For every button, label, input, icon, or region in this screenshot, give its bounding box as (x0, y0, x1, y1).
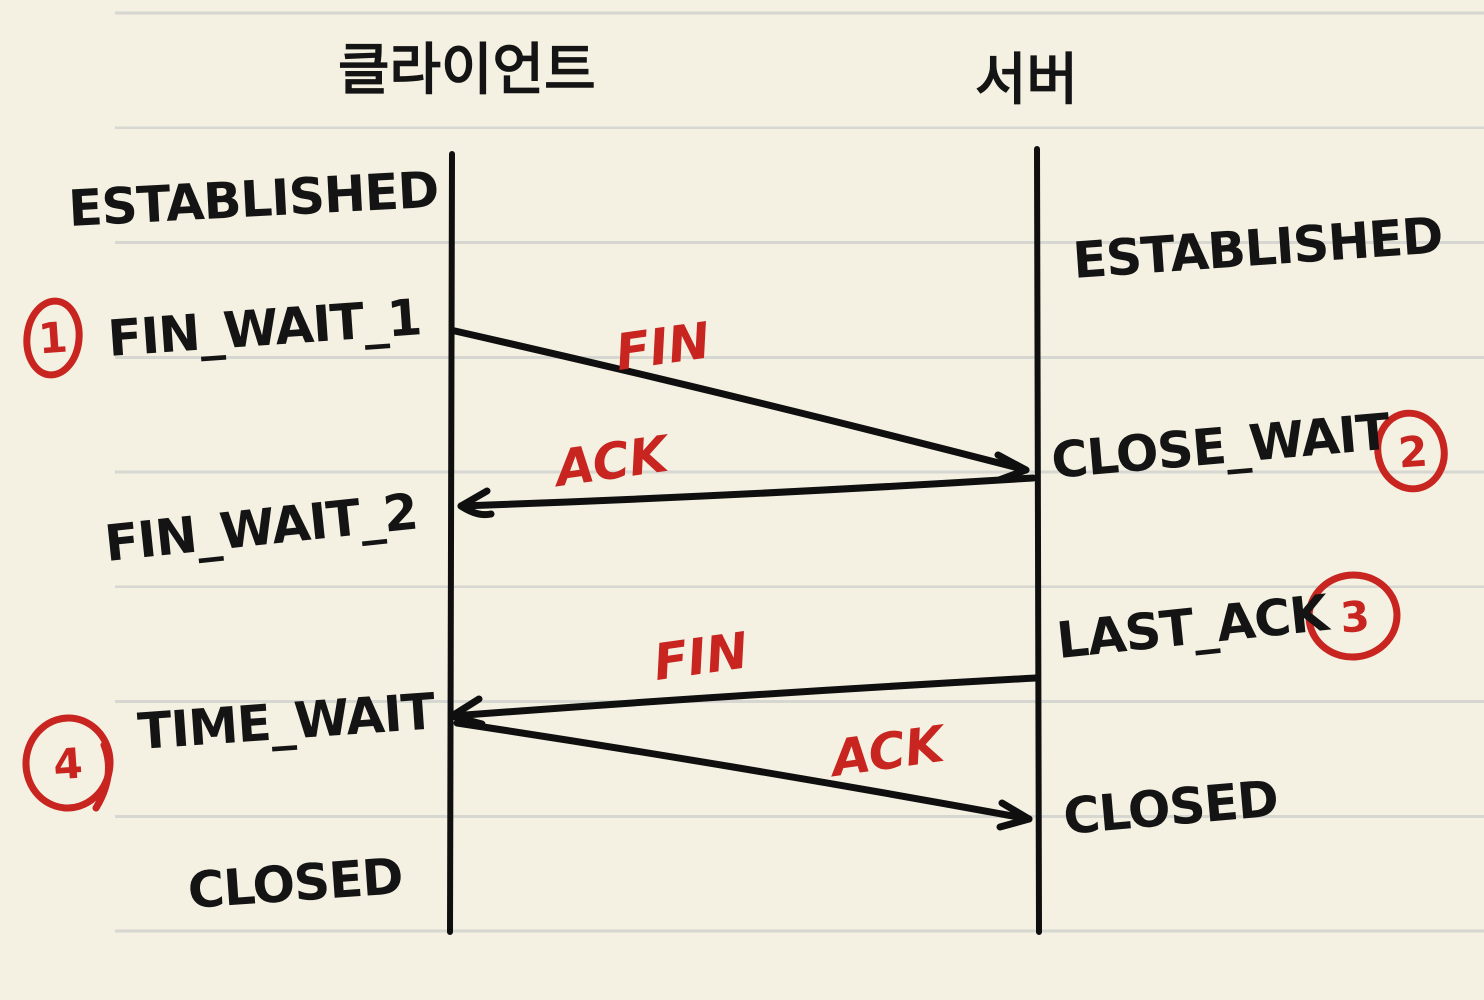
step4-circle-tail (92, 741, 112, 812)
fin2-arrowhead (448, 695, 486, 728)
step2-number: 2 (1396, 426, 1430, 478)
step4-number: 4 (51, 738, 85, 790)
step1-number: 1 (36, 312, 70, 364)
ack2-arrowhead (996, 799, 1033, 831)
client-lifeline (447, 151, 455, 935)
ack1-arrowhead (457, 487, 495, 519)
server-lane-header: 서버 (975, 48, 1079, 113)
step1-circle (23, 297, 83, 379)
ruled-lines (115, 0, 1484, 1000)
step3-number: 3 (1338, 591, 1372, 643)
fin1-arrow-line (451, 327, 1030, 474)
fin2-arrow-line (448, 674, 1040, 720)
ack1-arrow-line (457, 474, 1037, 510)
client-lane-header: 클라이언트 (338, 38, 596, 103)
step3-circle (1305, 571, 1401, 661)
server-lifeline (1034, 146, 1042, 935)
step2-circle (1374, 409, 1448, 493)
ack2-arrow-line (453, 719, 1033, 823)
